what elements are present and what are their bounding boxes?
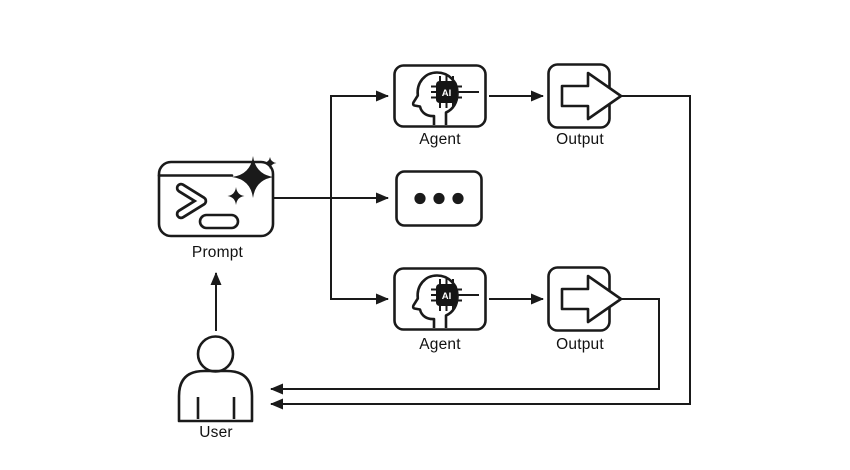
terminal-window-frame — [157, 160, 275, 238]
ai-chip — [436, 284, 457, 306]
agent-node-top: AI — [393, 64, 487, 128]
output-node-bottom — [547, 266, 625, 332]
terminal-chevron-icon — [175, 182, 208, 220]
terminal-cursor-underscore — [198, 213, 240, 230]
user-label: User — [199, 424, 233, 441]
person-icon — [177, 335, 254, 423]
connector-output-bottom-to-user — [270, 298, 660, 395]
connector-output-top-to-user — [270, 95, 691, 410]
export-arrow-icon — [547, 266, 623, 332]
prompt-node — [150, 148, 285, 244]
prompt-label: Prompt — [191, 244, 244, 261]
agent-top-label: Agent — [419, 131, 461, 148]
person-body — [177, 369, 254, 423]
output-block-arrow — [560, 274, 623, 324]
output-block-arrow — [560, 71, 623, 121]
agent-bottom-label: Agent — [419, 336, 461, 353]
head-ai-chip-icon: AI — [393, 64, 487, 128]
head-profile-outline — [411, 274, 459, 328]
head-profile-outline — [411, 71, 459, 125]
export-arrow-icon — [547, 63, 623, 129]
output-top-label: Output — [556, 131, 604, 148]
person-head — [196, 335, 235, 373]
ai-chip — [436, 81, 457, 103]
terminal-sparkle-icon — [157, 156, 277, 238]
ai-chip-text: AI — [442, 291, 452, 302]
ai-chip-text: AI — [442, 88, 452, 99]
ellipsis-dots — [414, 192, 464, 205]
output-node-top — [547, 63, 625, 129]
head-ai-chip-icon: AI — [393, 267, 487, 331]
chip-pins — [431, 76, 479, 108]
more-agents-node — [395, 170, 483, 227]
agent-node-bottom: AI — [393, 267, 487, 331]
user-node — [176, 334, 256, 424]
chip-pins — [431, 279, 479, 311]
output-bottom-label: Output — [556, 336, 604, 353]
ellipsis-icon — [395, 170, 483, 227]
sparkles-icon — [227, 156, 277, 205]
